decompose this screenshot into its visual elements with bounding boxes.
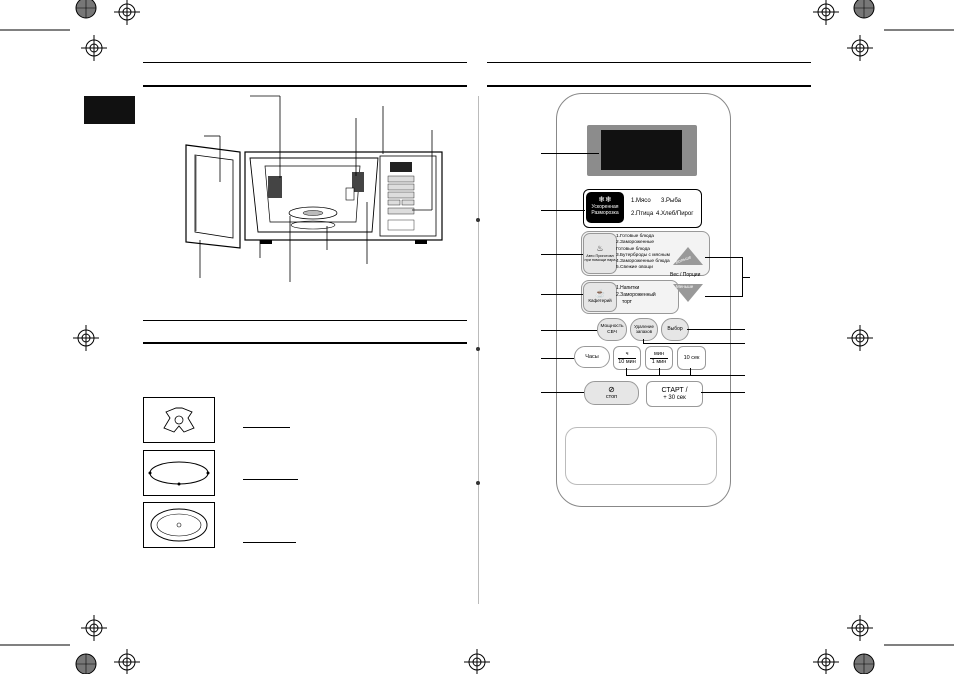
deodor-label-2: запахов	[635, 328, 653, 334]
auto-cook-label-2: при помощи пара	[584, 257, 616, 262]
ten-sec-button[interactable]: 10 сек	[677, 346, 706, 370]
weight-label: Вес / Порции	[670, 272, 701, 278]
leader-auto-cook	[541, 254, 583, 255]
min-1min-button[interactable]: мин 1 мин	[645, 346, 673, 370]
deodorization-button[interactable]: Удаление запахов	[630, 318, 658, 341]
auto-cook-option: 5.Свежие овощи	[616, 265, 653, 271]
min-label: мин	[650, 351, 668, 359]
cafe-option: торт	[622, 299, 632, 305]
more-button[interactable]: Больше	[671, 245, 705, 275]
select-button[interactable]: Выбор	[661, 318, 689, 341]
deodor-label-1: Удаление	[634, 323, 654, 329]
coupler-caption-line	[243, 427, 290, 428]
separator-dot	[476, 481, 480, 485]
leader-weight-out	[742, 277, 750, 278]
separator-dot	[476, 347, 480, 351]
leader-time-v2	[659, 368, 660, 375]
up-arrow-icon	[673, 247, 703, 265]
left-header-rule-bottom	[143, 85, 467, 87]
auto-cook-option: 3.Бутерброды с мясным	[616, 252, 670, 258]
power-level-button[interactable]: Мощность СВЧ	[597, 318, 627, 341]
clock-button[interactable]: Часы	[574, 346, 610, 368]
auto-cook-option: 1.Готовые блюда	[616, 234, 654, 239]
one-min-label: 1 мин	[651, 358, 667, 365]
cafe-option: 1.Напитки	[616, 285, 640, 291]
turntable-caption-line	[243, 542, 296, 543]
hour-label: ч	[618, 351, 636, 359]
leader-start	[701, 392, 745, 393]
leader-cafe	[541, 294, 583, 295]
leader-more	[705, 257, 742, 258]
stop-label: стоп	[605, 393, 618, 400]
coffee-cup-icon: ☕	[595, 289, 605, 299]
power-label-1: Мощность	[600, 324, 624, 330]
auto-cook-options: 1.Готовые блюда 2.Замороженные Готовые б…	[616, 234, 670, 272]
roller-ring-caption-line	[243, 479, 298, 480]
start-label-2: + 30 сек	[663, 394, 686, 401]
right-header-rule-top	[487, 62, 811, 63]
auto-cook-button[interactable]: ♨ Авто Приготовл при помощи пара	[583, 233, 617, 274]
snowflake-icon: ❄❄	[598, 195, 612, 204]
leader-deodor	[643, 343, 745, 344]
leader-less	[705, 296, 742, 297]
quick-defrost-option: 3.Рыба	[661, 198, 681, 204]
auto-cook-label-1: Авто Приготовл	[586, 253, 614, 258]
quick-defrost-option: 4.Хлеб/Пирог	[656, 211, 694, 217]
leader-time-v1	[626, 368, 627, 375]
leader-power	[541, 330, 597, 331]
leader-stop	[541, 392, 584, 393]
less-button[interactable]: Меньше	[671, 282, 705, 304]
cafe-button[interactable]: ☕ Кафетерий	[583, 282, 617, 312]
accessories-rule-bottom	[143, 342, 467, 344]
quick-defrost-option: 2.Птица	[631, 211, 654, 217]
coupler-image	[143, 397, 215, 443]
oven-illustration	[185, 95, 443, 282]
ten-sec-label: 10 сек	[683, 354, 700, 361]
start-button[interactable]: СТАРТ / + 30 сек	[646, 381, 703, 407]
quick-defrost-button[interactable]: ❄❄ Ускоренная Разморозка	[586, 192, 624, 223]
quick-defrost-label-2: Разморозка	[591, 210, 619, 216]
leader-deodor-v	[643, 339, 644, 343]
leader-clock	[541, 358, 574, 359]
turntable-image	[143, 502, 215, 548]
quick-defrost-option: 1.Мясо	[631, 198, 651, 204]
clock-label: Часы	[585, 353, 599, 360]
left-header-rule-top	[143, 62, 467, 63]
auto-cook-option: 4.Замороженные блюда	[616, 259, 670, 265]
right-header-rule-bottom	[487, 85, 811, 87]
leader-select	[687, 329, 745, 330]
ten-min-label: 10 мин	[618, 358, 636, 365]
cafe-label: Кафетерий	[588, 297, 612, 303]
quick-defrost-label-1: Ускоренная	[591, 204, 619, 210]
separator-dot	[476, 218, 480, 222]
power-label-2: СВЧ	[607, 329, 617, 335]
start-label-1: СТАРТ /	[661, 386, 688, 394]
cafe-option: 2.Замороженный	[616, 292, 656, 298]
auto-cook-option: Готовые блюда	[616, 246, 650, 252]
leader-display	[541, 153, 599, 154]
panel-info-area	[565, 427, 717, 485]
stop-button[interactable]: ⊘ стоп	[584, 381, 639, 405]
accessories-rule-top	[143, 320, 467, 321]
stop-icon: ⊘	[608, 384, 615, 394]
hour-10min-button[interactable]: ч 10 мин	[613, 346, 641, 370]
roller-ring-image	[143, 450, 215, 496]
cafe-options: 1.Напитки 2.Замороженный торт	[616, 285, 656, 306]
steam-pot-icon: ♨	[596, 243, 604, 253]
select-label: Выбор	[667, 325, 683, 332]
less-label: Меньше	[676, 284, 694, 289]
auto-cook-option: 2.Замороженные	[616, 240, 655, 246]
display-screen	[601, 130, 682, 170]
language-tab	[84, 96, 135, 124]
leader-time	[626, 375, 745, 376]
down-arrow-icon	[673, 284, 703, 302]
leader-quick-defrost	[541, 210, 585, 211]
leader-time-v3	[690, 368, 691, 375]
